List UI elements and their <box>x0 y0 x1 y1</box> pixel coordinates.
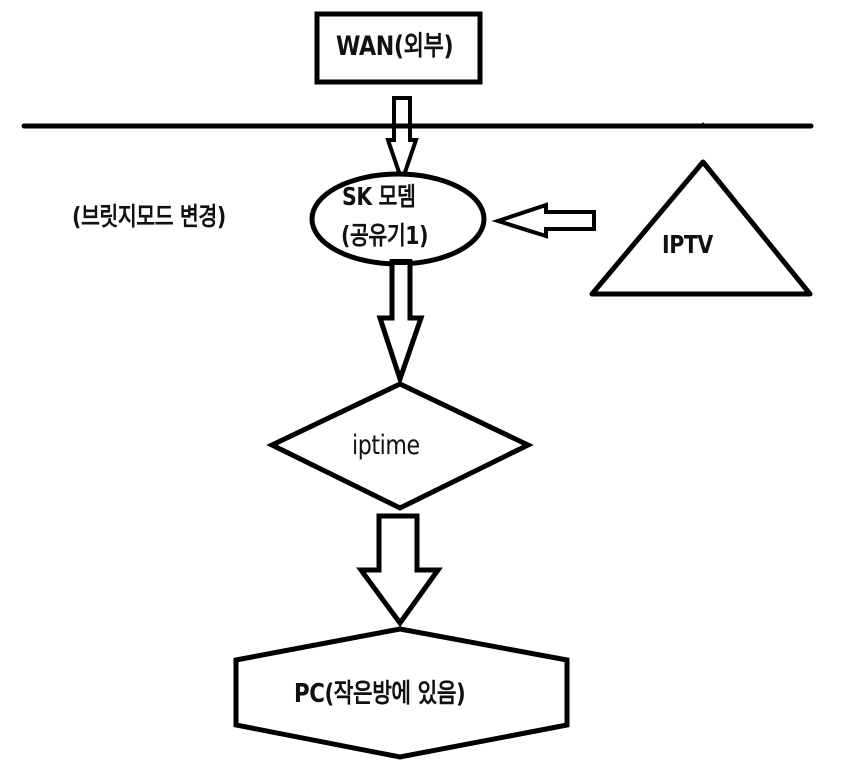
pc-label: PC(작은방에 있음) <box>294 679 466 709</box>
arrow-modem-to-iptime <box>376 259 425 387</box>
wan-box <box>314 11 483 85</box>
iptime-label: iptime <box>352 430 420 461</box>
arrow-iptv-to-modem <box>491 202 596 239</box>
line-tick-mark <box>699 122 707 128</box>
arrow-wan-to-modem <box>385 96 419 188</box>
iptime-diamond <box>266 381 534 511</box>
modem-label-line1: SK 모뎀 <box>342 182 416 211</box>
iptv-triangle <box>589 159 813 297</box>
arrow-cap <box>390 259 412 265</box>
arrow-iptime-to-pc <box>356 513 443 628</box>
modem-label-line2: (공유기1) <box>341 221 429 250</box>
modem-note-label: (브릿지모드 변경) <box>72 202 226 231</box>
wan-label: WAN(외부) <box>336 31 454 62</box>
pc-hexagon <box>233 626 570 760</box>
iptv-label: IPTV <box>662 230 713 259</box>
